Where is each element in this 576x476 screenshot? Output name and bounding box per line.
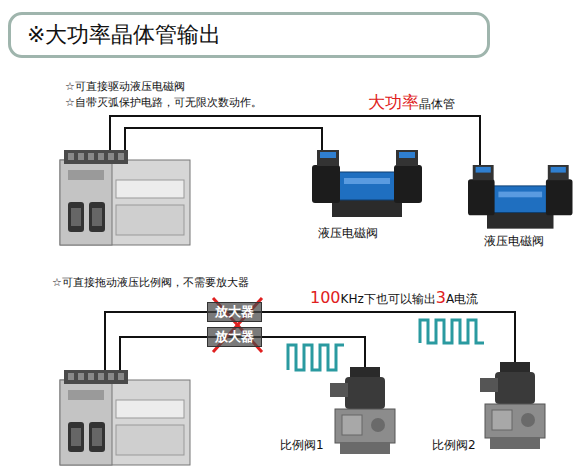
label-group: 100KHz下也可以输出3A电流 xyxy=(308,288,480,307)
label: 液压电磁阀 xyxy=(318,226,378,240)
label: 液压电磁阀 xyxy=(484,234,544,248)
node-text: 放大器 xyxy=(215,303,254,321)
label: A电流 xyxy=(446,292,478,306)
solenoid-valve xyxy=(312,150,422,217)
proportional-valve xyxy=(480,362,545,449)
label: 比例阀2 xyxy=(432,438,476,452)
plc-unit xyxy=(60,150,190,245)
label: 比例阀1 xyxy=(280,438,324,452)
label: 100 xyxy=(310,288,341,307)
label: 晶体管 xyxy=(419,97,455,111)
wire xyxy=(105,312,515,370)
plc-unit xyxy=(60,370,190,465)
amplifier-box: 放大器 xyxy=(207,327,262,347)
label: KHz下也可以输出 xyxy=(341,292,436,306)
title-frame: ※大功率晶体管输出 xyxy=(8,12,490,58)
wire xyxy=(110,116,480,165)
proportional-valve xyxy=(330,367,395,454)
wire xyxy=(125,128,322,150)
label-group: 大功率晶体管 xyxy=(366,92,457,112)
title: ※大功率晶体管输出 xyxy=(27,20,221,50)
pulse-waveform xyxy=(420,320,484,343)
label: 大功率 xyxy=(368,92,419,112)
solenoid-valve xyxy=(468,165,573,229)
label: 3 xyxy=(436,288,446,307)
pulse-waveform xyxy=(288,345,344,370)
label: ☆自带灭弧保护电路，可无限次数动作。 xyxy=(65,96,262,109)
label: ☆可直接驱动液压电磁阀 xyxy=(65,80,185,93)
label: ☆可直接拖动液压比例阀，不需要放大器 xyxy=(52,276,249,289)
node-text: 放大器 xyxy=(215,328,254,346)
amplifier-box: 放大器 xyxy=(207,302,262,322)
